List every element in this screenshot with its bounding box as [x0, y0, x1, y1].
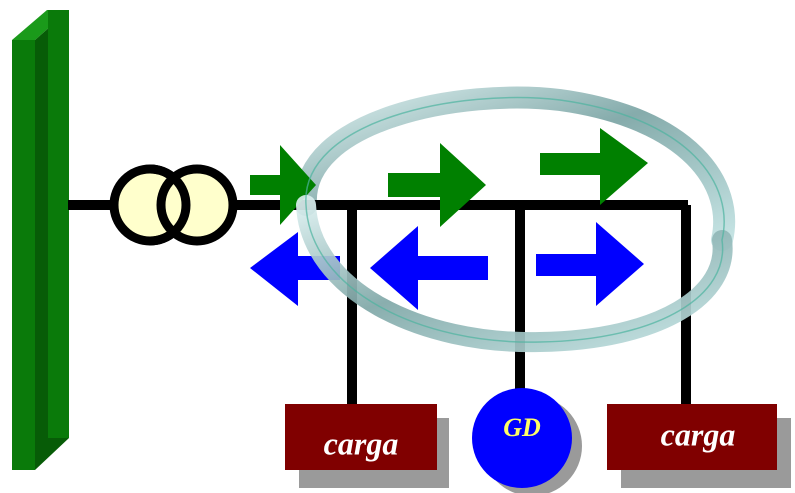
ring-back	[294, 86, 736, 251]
outward-arrow-3	[536, 222, 644, 306]
forward-arrow-1	[250, 145, 316, 225]
load-label-right: carga	[661, 416, 736, 452]
ring-front-edge	[305, 96, 725, 343]
forward-arrow-3	[540, 128, 648, 205]
reverse-arrow-2	[370, 226, 488, 310]
generator-label: GD	[503, 413, 541, 442]
forward-flow-arrows	[250, 128, 648, 227]
reverse-flow-arrows	[250, 222, 644, 310]
load-label-left: carga	[324, 425, 399, 461]
ring-front	[296, 195, 733, 353]
bus-bar	[12, 10, 69, 470]
transformer-icon	[109, 164, 238, 246]
distributed-generator: GD	[472, 388, 582, 493]
reverse-arrow-1	[250, 232, 340, 306]
load-box-right: carga	[607, 404, 791, 488]
load-box-left: carga	[285, 404, 449, 488]
forward-arrow-2	[388, 143, 486, 227]
